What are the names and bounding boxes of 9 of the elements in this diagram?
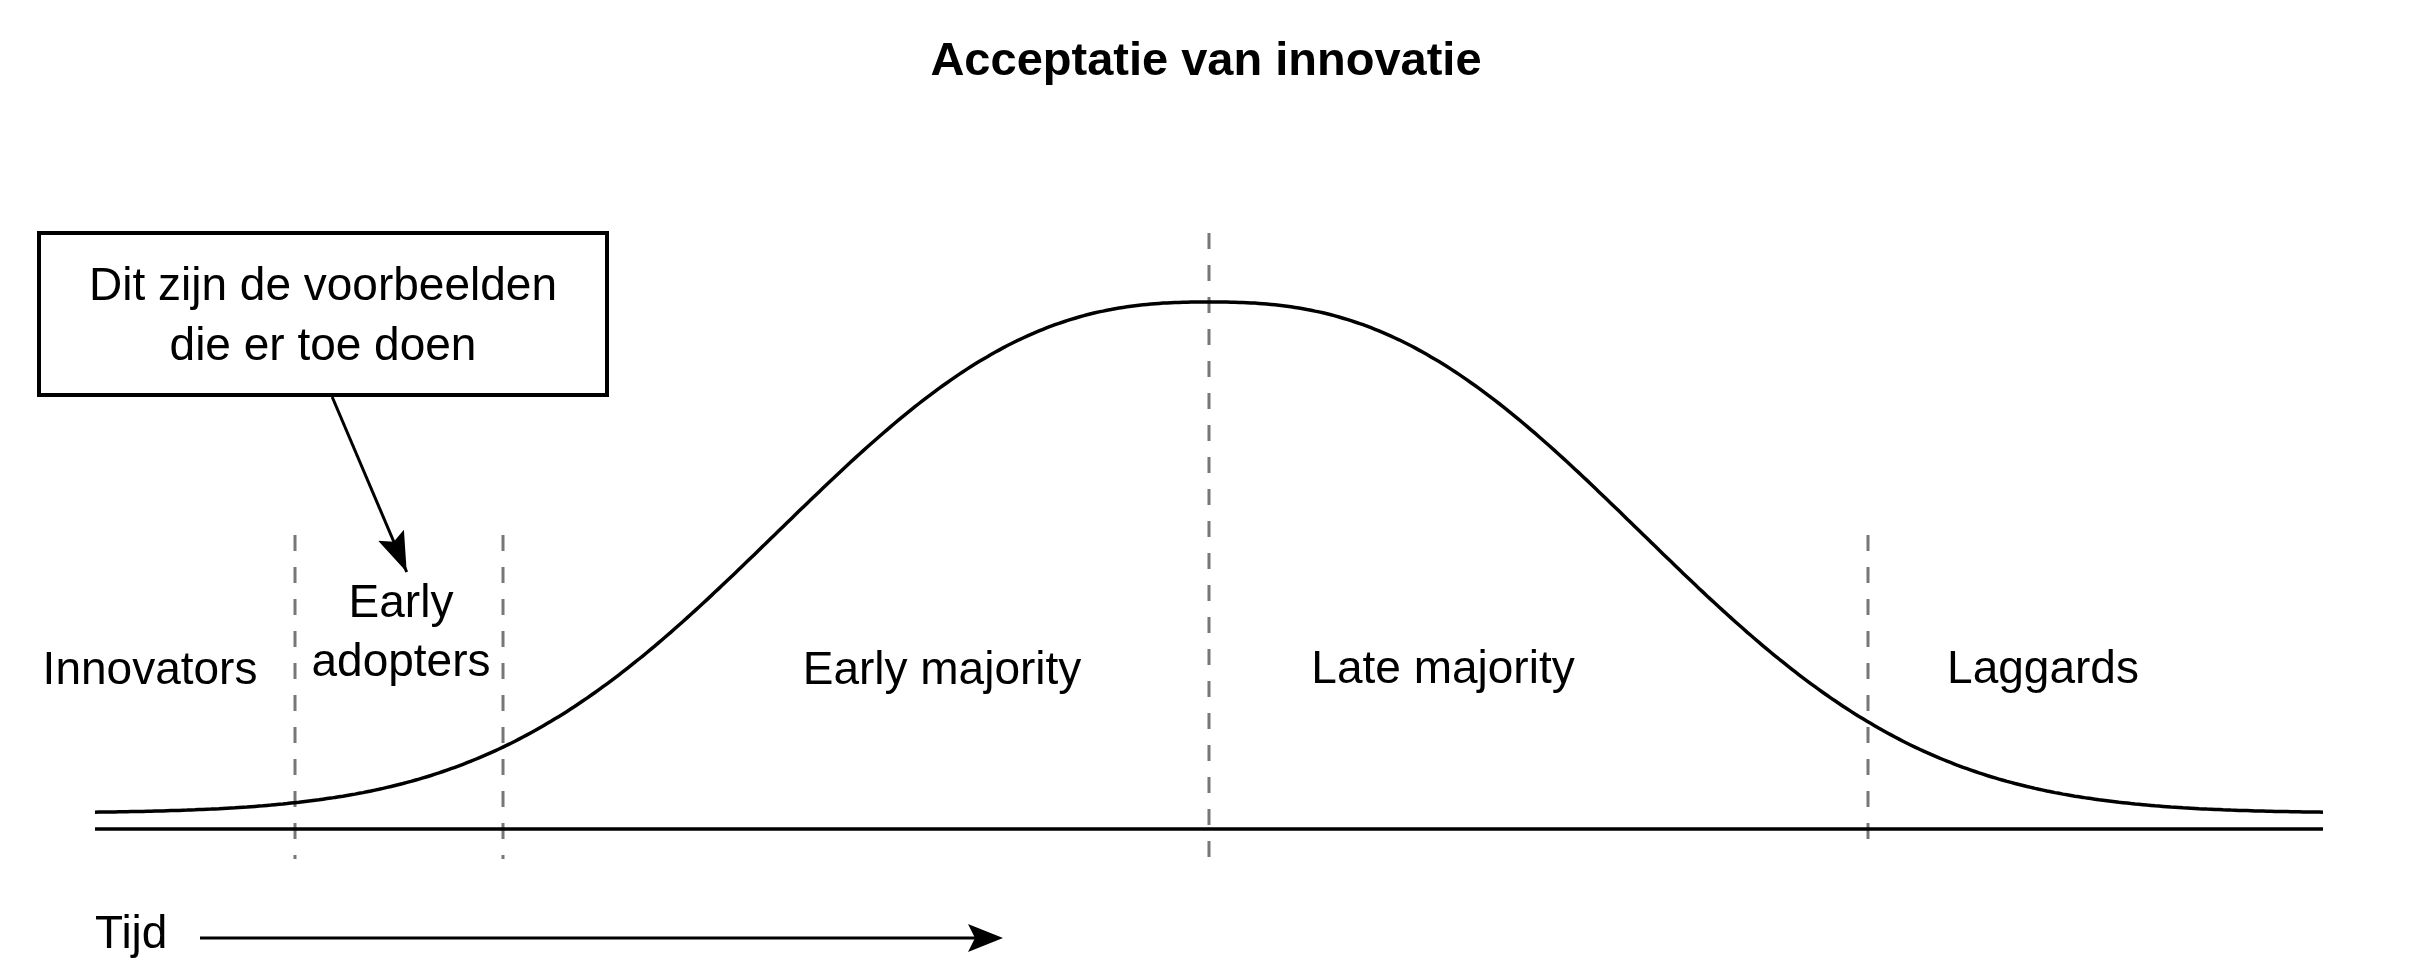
callout-box: Dit zijn de voorbeelden die er toe doen bbox=[37, 231, 609, 397]
segment-label: Laggards bbox=[1947, 640, 2139, 694]
segment-label: Innovators bbox=[42, 641, 258, 695]
arrow bbox=[330, 396, 409, 573]
diagram-title: Acceptatie van innovatie bbox=[930, 31, 1482, 87]
segment-label: Early adopters bbox=[306, 572, 496, 690]
axis-label: Tijd bbox=[95, 905, 168, 959]
segment-label: Early majority bbox=[802, 641, 1082, 695]
segment-label: Late majority bbox=[1311, 640, 1575, 694]
